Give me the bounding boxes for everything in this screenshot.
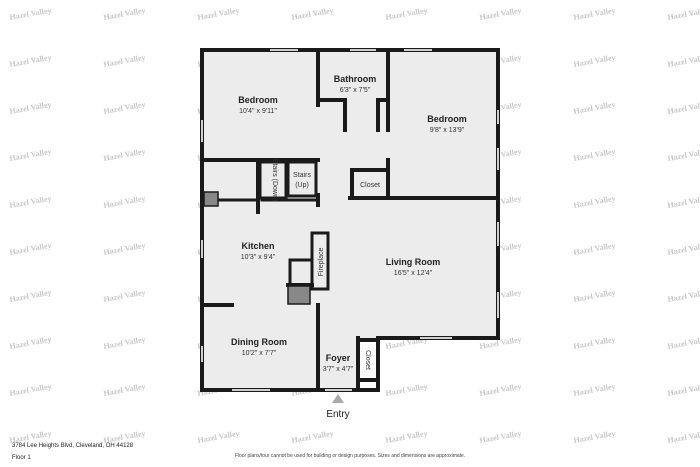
watermark-text: Hazel Valley bbox=[573, 241, 616, 257]
watermark-text: Hazel Valley bbox=[9, 382, 52, 398]
watermark-text: Hazel Valley bbox=[9, 100, 52, 116]
watermark-text: Hazel Valley bbox=[197, 429, 240, 445]
watermark-text: Hazel Valley bbox=[103, 335, 146, 351]
watermark-text: Hazel Valley bbox=[479, 6, 522, 22]
stairs-up-label-2: (Up) bbox=[295, 182, 309, 189]
watermark-text: Hazel Valley bbox=[9, 194, 52, 210]
address-text: 3784 Lee Heights Blvd, Cleveland, OH 441… bbox=[12, 443, 134, 449]
kitchen-name: Kitchen bbox=[241, 241, 274, 251]
watermark-text: Hazel Valley bbox=[9, 147, 52, 163]
watermark-text: Hazel Valley bbox=[103, 241, 146, 257]
watermark-text: Hazel Valley bbox=[573, 335, 616, 351]
watermark-text: Hazel Valley bbox=[667, 429, 700, 445]
floor-label: Floor 1 bbox=[12, 455, 31, 461]
watermark-text: Hazel Valley bbox=[385, 6, 428, 22]
watermark-text: Hazel Valley bbox=[9, 288, 52, 304]
bedroom-1-dims: 10'4" x 9'11" bbox=[239, 108, 277, 115]
watermark-text: Hazel Valley bbox=[291, 429, 334, 445]
address-block: 3784 Lee Heights Blvd, Cleveland, OH 441… bbox=[12, 440, 133, 464]
watermark-text: Hazel Valley bbox=[667, 241, 700, 257]
watermark-text: Hazel Valley bbox=[667, 147, 700, 163]
watermark-text: Hazel Valley bbox=[667, 53, 700, 69]
watermark-text: Hazel Valley bbox=[667, 6, 700, 22]
living-room-dims: 16'5" x 12'4" bbox=[394, 270, 433, 277]
bedroom-2-name: Bedroom bbox=[427, 114, 467, 124]
watermark-text: Hazel Valley bbox=[573, 147, 616, 163]
watermark-text: Hazel Valley bbox=[103, 382, 146, 398]
foyer-dims: 3'7" x 4'7" bbox=[323, 366, 354, 373]
watermark-text: Hazel Valley bbox=[573, 429, 616, 445]
watermark-text: Hazel Valley bbox=[103, 53, 146, 69]
watermark-text: Hazel Valley bbox=[667, 382, 700, 398]
watermark-text: Hazel Valley bbox=[9, 335, 52, 351]
entry-label: Entry bbox=[326, 409, 350, 420]
watermark-text: Hazel Valley bbox=[573, 382, 616, 398]
room-fills bbox=[202, 50, 498, 390]
dining-room-name: Dining Room bbox=[231, 337, 287, 347]
entry-arrow-icon bbox=[332, 394, 344, 403]
watermark-text: Hazel Valley bbox=[573, 288, 616, 304]
kitchen-dims: 10'3" x 9'4" bbox=[241, 254, 276, 261]
bathroom-name: Bathroom bbox=[334, 74, 377, 84]
fireplace-label: Fireplace bbox=[318, 248, 325, 277]
watermark-text: Hazel Valley bbox=[667, 194, 700, 210]
dining-room-dims: 10'2" x 7'7" bbox=[242, 350, 277, 357]
watermark-text: Hazel Valley bbox=[103, 288, 146, 304]
watermark-text: Hazel Valley bbox=[197, 6, 240, 22]
bathroom-dims: 6'3" x 7'5" bbox=[340, 87, 371, 94]
watermark-text: Hazel Valley bbox=[479, 382, 522, 398]
bedroom-1-name: Bedroom bbox=[238, 95, 278, 105]
watermark-text: Hazel Valley bbox=[103, 194, 146, 210]
living-room-name: Living Room bbox=[386, 257, 441, 267]
watermark-text: Hazel Valley bbox=[103, 100, 146, 116]
closet-1-label: Closet bbox=[360, 182, 380, 189]
foyer-name: Foyer bbox=[326, 353, 351, 363]
stairs-down-label: Stairs (Down) bbox=[271, 159, 278, 201]
watermark-text: Hazel Valley bbox=[573, 53, 616, 69]
watermark-text: Hazel Valley bbox=[573, 194, 616, 210]
watermark-text: Hazel Valley bbox=[385, 429, 428, 445]
windows bbox=[201, 49, 499, 391]
watermark-text: Hazel Valley bbox=[9, 241, 52, 257]
watermark-text: Hazel Valley bbox=[9, 53, 52, 69]
watermark-text: Hazel Valley bbox=[573, 6, 616, 22]
stairs-up-label-1: Stairs bbox=[293, 172, 311, 179]
watermark-text: Hazel Valley bbox=[103, 147, 146, 163]
watermark-text: Hazel Valley bbox=[103, 6, 146, 22]
watermark-text: Hazel Valley bbox=[9, 6, 52, 22]
watermark-text: Hazel Valley bbox=[667, 335, 700, 351]
watermark-text: Hazel Valley bbox=[667, 288, 700, 304]
watermark-text: Hazel Valley bbox=[667, 100, 700, 116]
watermark-text: Hazel Valley bbox=[479, 429, 522, 445]
watermark-text: Hazel Valley bbox=[291, 6, 334, 22]
watermark-text: Hazel Valley bbox=[385, 382, 428, 398]
disclaimer: Floor plans/tour cannot be used for buil… bbox=[234, 453, 466, 459]
room-labels: Bedroom 10'4" x 9'11" Bathroom 6'3" x 7'… bbox=[231, 74, 467, 373]
bedroom-2-dims: 9'8" x 13'9" bbox=[430, 127, 465, 134]
watermark-text: Hazel Valley bbox=[573, 100, 616, 116]
hatch-boxes bbox=[203, 191, 311, 305]
walls bbox=[200, 48, 500, 392]
closet-2-label: Closet bbox=[364, 350, 371, 370]
